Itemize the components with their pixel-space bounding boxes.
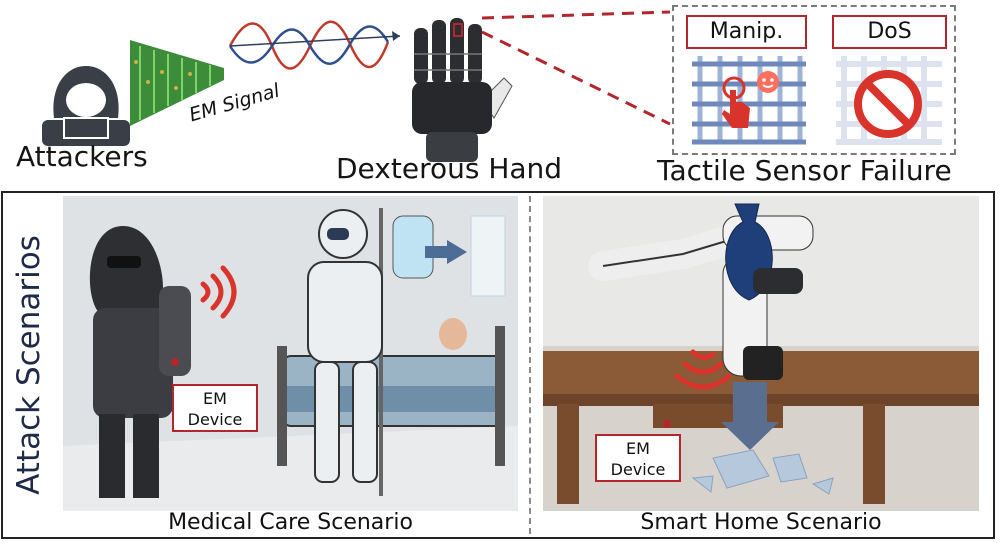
medical-em-device-tag: EM Device [172,384,258,432]
em-signal-wave [228,20,401,70]
manip-tag: Manip. [686,15,807,49]
medical-scenario-caption: Medical Care Scenario [168,510,413,535]
dos-tag: DoS [832,15,947,49]
home-scenario-caption: Smart Home Scenario [640,510,882,535]
manipulation-sensor-grid [692,56,806,145]
dos-sensor-grid [836,56,942,145]
zoom-connector-lines [481,10,671,126]
attack-scenarios-vertical-label: Attack Scenarios [11,235,47,495]
smart-home-scenario-image [543,196,979,511]
home-em-device-tag: EM Device [595,434,681,482]
tactile-failure-box [672,5,956,155]
attacker-icon [42,66,130,146]
medical-scenario-image [63,196,518,511]
attackers-label: Attackers [16,140,148,173]
scenario-divider [529,196,531,534]
tactile-failure-label: Tactile Sensor Failure [657,154,952,187]
dexterous-hand-label: Dexterous Hand [336,152,563,185]
antenna-icon [130,40,224,126]
dexterous-hand-image [412,18,513,162]
